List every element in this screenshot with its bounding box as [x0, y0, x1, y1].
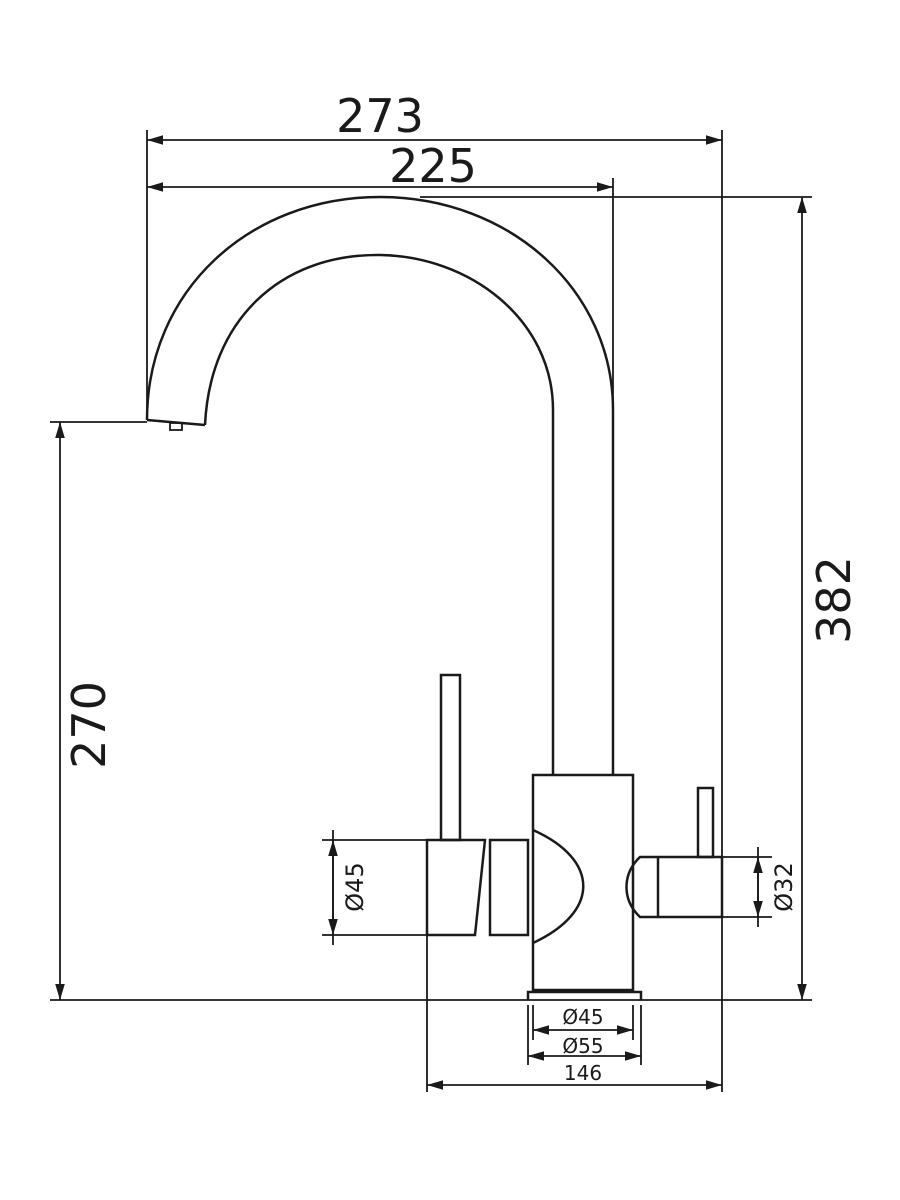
left-collar — [488, 838, 530, 937]
spout-outer — [145, 195, 615, 775]
left-handle — [425, 838, 487, 937]
dim-label-382: 382 — [807, 556, 861, 644]
dim-label-base: Ø55 — [562, 1034, 603, 1058]
right-lever — [696, 786, 715, 859]
left-lever — [439, 673, 462, 842]
extension-lines — [50, 130, 812, 1092]
dim-label-225: 225 — [389, 139, 477, 193]
left-dome — [532, 828, 585, 945]
base-ring — [526, 990, 643, 1000]
spout-inner — [203, 253, 555, 775]
aerator — [169, 422, 183, 431]
dim-label-146: 146 — [564, 1061, 602, 1085]
right-handle — [625, 855, 724, 919]
dim-label-270: 270 — [62, 681, 116, 769]
dim-label-body: Ø45 — [562, 1005, 603, 1029]
dim-label-right-handle: Ø32 — [770, 862, 798, 911]
dim-label-273: 273 — [336, 89, 424, 143]
faucet-outline — [145, 195, 724, 1000]
dim-label-left-handle: Ø45 — [341, 862, 369, 911]
main-body — [531, 773, 635, 992]
